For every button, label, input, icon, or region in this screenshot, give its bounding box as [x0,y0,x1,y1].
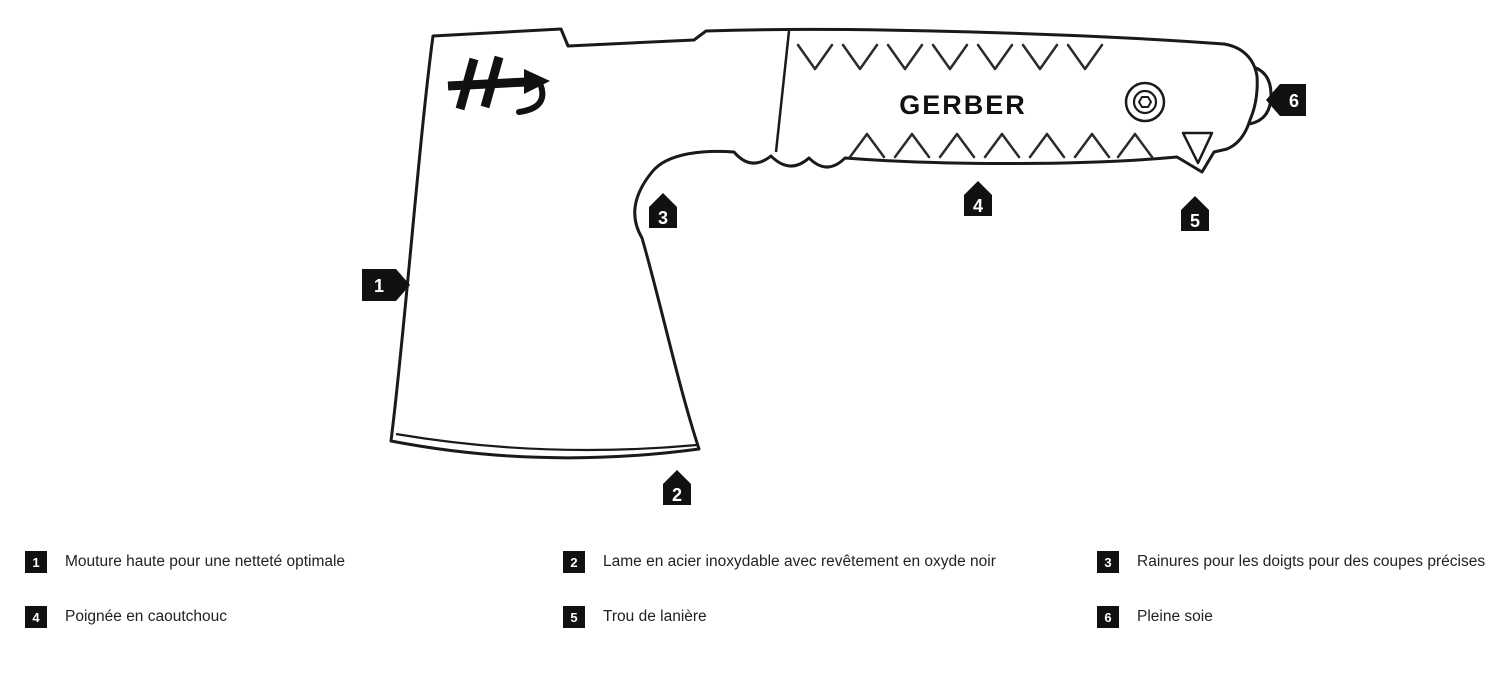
legend-number-badge: 4 [25,606,47,628]
legend-item-4: 4 Poignée en caoutchouc [25,606,563,628]
legend-number-badge: 5 [563,606,585,628]
callout-marker-number: 3 [658,208,668,228]
grip-texture-top [796,43,1104,71]
legend-number-badge: 2 [563,551,585,573]
callout-marker-6: 6 [1266,84,1306,116]
callout-marker-1: 1 [362,269,410,301]
callout-marker-shape [1181,196,1209,231]
legend-number-badge: 6 [1097,606,1119,628]
callout-marker-shape [1266,84,1306,116]
callout-marker-number: 2 [672,485,682,505]
hatchet-diagram: GERBER 1 2 3 4 5 6 [362,27,1306,505]
callout-marker-5: 5 [1181,196,1209,231]
legend-item-2: 2 Lame en acier inoxydable avec revêteme… [563,551,1097,573]
legend-number-badge: 3 [1097,551,1119,573]
callout-marker-shape [362,269,410,301]
blade-bevel-line [395,432,698,452]
legend-item-label: Poignée en caoutchouc [65,607,228,625]
callout-marker-number: 1 [374,276,384,296]
callout-marker-number: 4 [973,196,983,216]
hatchet-outline [389,27,1259,460]
legend-item-3: 3 Rainures pour les doigts pour des coup… [1097,551,1500,573]
gerber-wordmark: GERBER [899,90,1027,120]
legend: 1 Mouture haute pour une netteté optimal… [0,551,1500,628]
callout-marker-2: 2 [663,470,691,505]
legend-item-5: 5 Trou de lanière [563,606,1097,628]
grip-front-seam [774,30,791,153]
legend-item-label: Trou de lanière [603,607,707,625]
legend-item-1: 1 Mouture haute pour une netteté optimal… [25,551,563,573]
legend-number-badge: 1 [25,551,47,573]
lanyard-hole [1181,131,1214,165]
gerber-logo-icon [447,55,550,115]
legend-item-label: Mouture haute pour une netteté optimale [65,552,346,570]
callout-marker-shape [649,193,677,228]
callout-marker-shape [663,470,691,505]
callout-marker-4: 4 [964,181,992,216]
legend-item-label: Lame en acier inoxydable avec revêtement… [603,552,996,570]
legend-item-label: Pleine soie [1137,607,1213,625]
torx-bolt-icon [1124,81,1166,123]
callout-marker-shape [964,181,992,216]
callout-marker-number: 6 [1289,91,1299,111]
callout-marker-number: 5 [1190,211,1200,231]
grip-texture-bottom [848,132,1154,159]
hatchet-illustration: GERBER [389,27,1273,460]
legend-item-label: Rainures pour les doigts pour des coupes… [1137,552,1486,570]
callout-marker-3: 3 [649,193,677,228]
legend-item-6: 6 Pleine soie [1097,606,1500,628]
